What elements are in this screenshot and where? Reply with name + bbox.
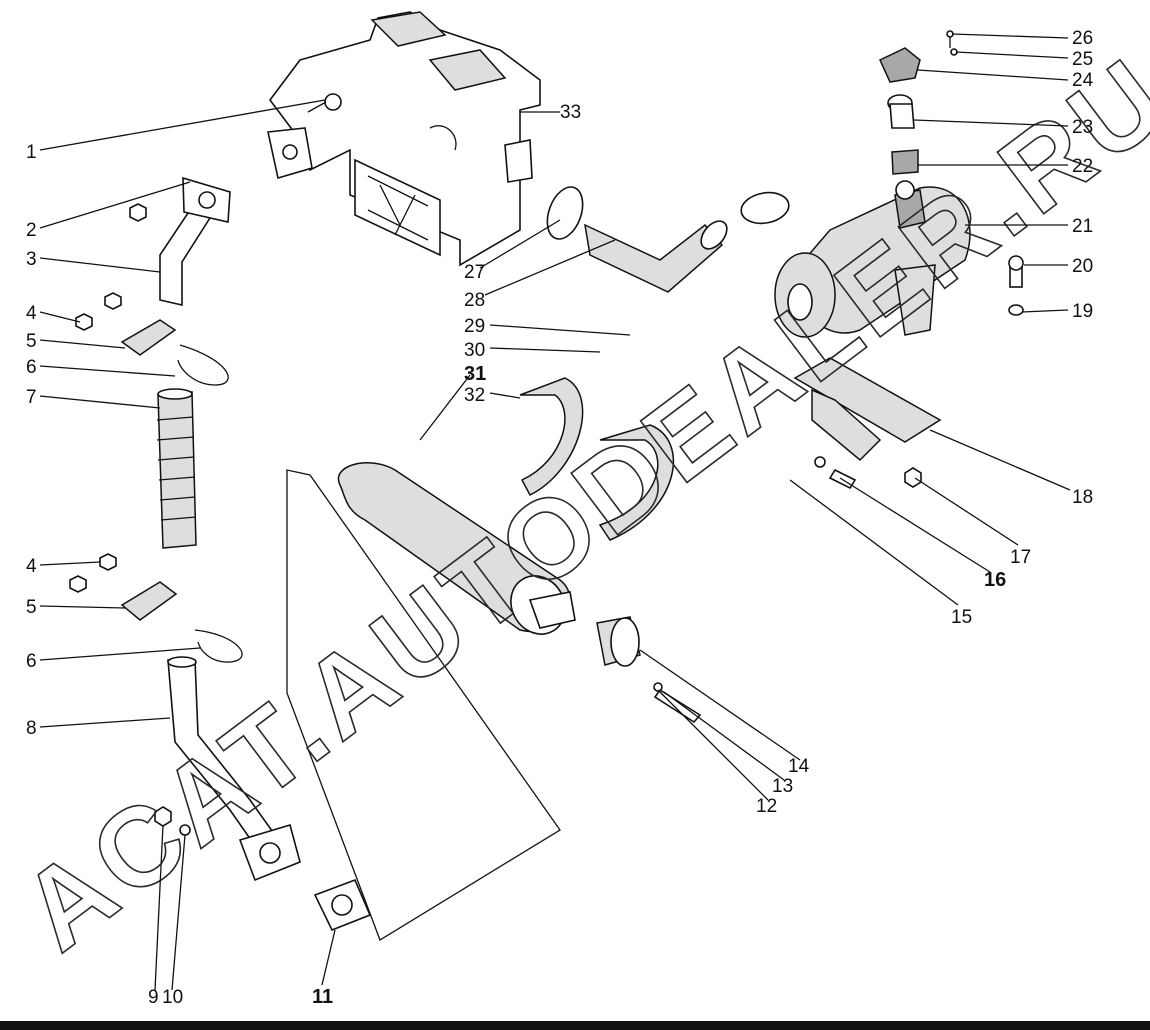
flexible-hose [156,388,197,549]
callout-labels: 1 2 3 4 5 6 7 4 5 6 8 9 10 11 12 13 14 1… [26,28,1094,1008]
callout-32: 32 [464,385,485,406]
nut-2 [129,203,147,222]
callout-13: 13 [772,776,793,797]
callout-1: 1 [26,142,37,163]
bolt-9-washer-10 [154,806,191,836]
callout-2: 2 [26,220,37,241]
hose-clamp-27 [546,186,584,240]
callout-24: 24 [1072,70,1094,91]
hose-28 [584,220,728,293]
callout-11: 11 [312,986,333,1008]
engine-block [267,11,541,267]
callout-7: 7 [26,387,37,408]
callout-27: 27 [464,262,485,283]
bolt-15-16-17 [814,456,922,490]
air-cleaner [774,186,971,338]
bolt-1 [307,93,342,113]
callout-29: 29 [464,316,485,337]
mounting-plate-18 [793,357,942,462]
callout-8: 8 [26,718,37,739]
bolt-12-13 [653,682,702,724]
callout-4a: 4 [26,303,37,324]
callout-15: 15 [951,607,972,628]
exhaust-elbow-pipe [159,176,231,307]
callout-31: 31 [464,363,486,385]
callout-4b: 4 [26,556,37,577]
callout-14: 14 [788,756,810,777]
callout-26: 26 [1072,28,1093,49]
callout-20: 20 [1072,256,1093,277]
flange-gasket-11 [313,878,372,932]
callout-6a: 6 [26,357,37,378]
precleaner-cap [879,47,921,200]
muffler [337,462,576,635]
leader-lines [39,33,1071,991]
callout-5a: 5 [26,331,37,352]
clamp-lower [69,553,243,663]
callout-12: 12 [756,796,777,817]
muffler-straps [519,377,675,541]
callout-21: 21 [1072,216,1093,237]
callout-25: 25 [1072,49,1093,70]
callout-6b: 6 [26,651,37,672]
callout-9: 9 [148,987,159,1008]
callout-22: 22 [1072,156,1093,177]
exhaust-downpipe [167,656,301,882]
callout-16: 16 [984,569,1006,591]
callout-5b: 5 [26,597,37,618]
callout-19: 19 [1072,301,1093,322]
callout-18: 18 [1072,487,1093,508]
bolt-20-washer-19 [1008,255,1024,316]
tail-pipe-flange [596,616,641,667]
callout-28: 28 [464,290,485,311]
callout-23: 23 [1072,117,1093,138]
bottom-border [0,1021,1150,1030]
hose-clamp-right [740,191,790,225]
callout-3: 3 [26,249,37,270]
callout-33: 33 [560,102,581,123]
clamp-upper [75,292,229,386]
assembly-bracket-outline [286,469,561,941]
callout-30: 30 [464,340,485,361]
callout-10: 10 [162,987,183,1008]
callout-17: 17 [1010,547,1031,568]
